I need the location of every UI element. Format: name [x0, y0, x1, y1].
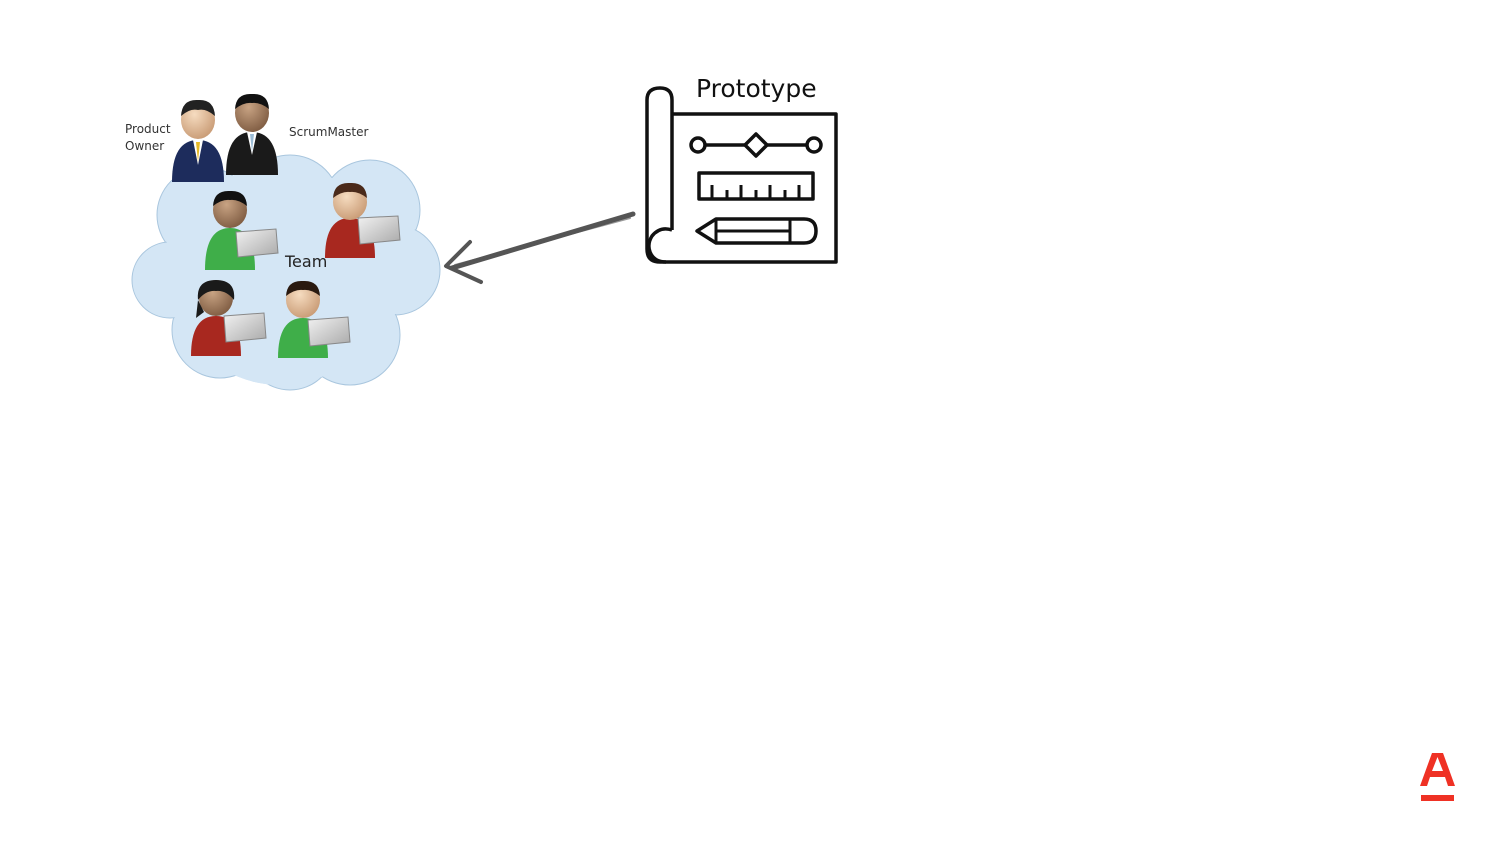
team-member-icon [278, 280, 351, 358]
product-owner-label: Product Owner [125, 121, 185, 155]
laptop-icon [307, 316, 351, 347]
team-member-icon [205, 190, 279, 270]
brand-logo [1420, 753, 1455, 801]
scrum-master-icon [226, 93, 278, 175]
laptop-icon [357, 215, 401, 245]
laptop-icon [235, 228, 279, 258]
team-member-icon [191, 280, 267, 356]
product-owner-label-line1: Product [125, 122, 171, 136]
ruler-icon [697, 171, 815, 201]
team-member-icon [325, 182, 401, 258]
team-label: Team [285, 252, 328, 271]
product-owner-label-line2: Owner [125, 139, 165, 153]
product-owner-icon [172, 99, 224, 182]
laptop-icon [223, 312, 267, 343]
arrow-icon [444, 211, 636, 284]
slider-graphic [689, 132, 823, 158]
prototype-label: Prototype [696, 74, 817, 103]
scrum-master-label: ScrumMaster [289, 125, 369, 139]
pencil-icon [695, 217, 818, 245]
blueprint-icon [645, 86, 838, 264]
